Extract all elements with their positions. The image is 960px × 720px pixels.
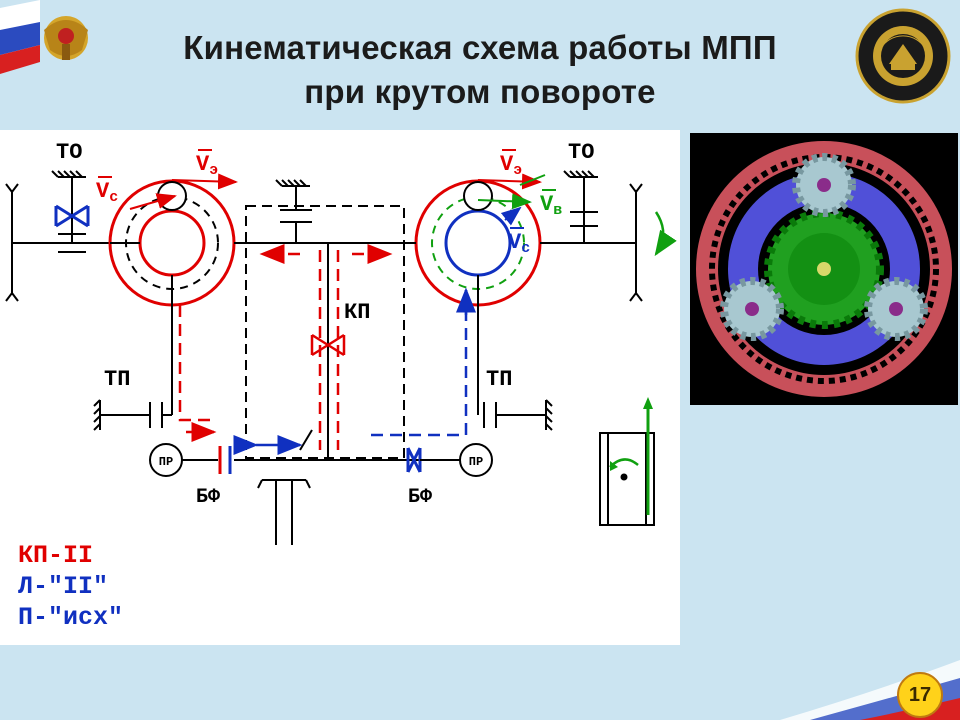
right-tp-brake xyxy=(483,399,553,431)
to-left-label: ТО xyxy=(56,140,82,165)
gearbox-frame xyxy=(245,205,405,459)
title-line-2: при крутом повороте xyxy=(304,73,656,110)
legend-kp: КП-II xyxy=(18,541,94,570)
right-ve-label: Vэ xyxy=(500,152,522,179)
left-tp-brake xyxy=(93,399,172,431)
right-vv-arrow xyxy=(477,193,532,210)
legend-left: Л-"II" xyxy=(18,572,109,601)
right-rotation-arrow xyxy=(654,211,677,257)
left-to-brake xyxy=(51,170,86,253)
left-vc-arrow xyxy=(129,193,177,210)
right-planetary-set xyxy=(414,179,636,415)
blue-flow xyxy=(370,290,468,437)
left-ve-arrow xyxy=(171,173,238,190)
right-to-brake xyxy=(563,170,643,302)
right-vv-label: Vв xyxy=(540,192,562,219)
planet-gear-top xyxy=(792,153,856,217)
vehicle-turn-icon xyxy=(599,397,655,526)
left-output-shaft xyxy=(5,183,110,302)
planetary-gear-panel xyxy=(690,133,958,405)
planet-gear-left xyxy=(720,277,784,341)
bf-left-label: БФ xyxy=(196,486,220,509)
to-right-label: ТО xyxy=(568,140,594,165)
kinematic-diagram: Vэ Vс Vэ Vв Vс xyxy=(0,130,680,645)
kp-marker xyxy=(310,333,346,357)
emblem-icon xyxy=(0,0,88,74)
red-flow xyxy=(178,250,340,450)
planet-gear-right xyxy=(864,277,928,341)
title-line-1: Кинематическая схема работы МПП xyxy=(183,29,777,66)
legend-right: П-"исх" xyxy=(18,603,124,632)
kp-label: КП xyxy=(344,300,370,325)
pr-right-label: ПР xyxy=(469,455,483,469)
page-number-badge: 17 xyxy=(897,672,943,718)
kinematic-diagram-svg: Vэ Vс Vэ Vв Vс xyxy=(5,140,677,545)
page-title: Кинематическая схема работы МПП при крут… xyxy=(120,26,840,114)
left-vc-label: Vс xyxy=(96,179,118,206)
training-center-logo-icon xyxy=(855,8,951,104)
pr-left-label: ПР xyxy=(159,455,173,469)
right-vc-label: Vс xyxy=(508,230,530,257)
bf-right-label: БФ xyxy=(408,486,432,509)
planetary-gear-svg xyxy=(696,141,952,397)
right-pr: ПР xyxy=(459,443,493,477)
left-bf-clutch xyxy=(182,446,232,474)
gear-legend: КП-II Л-"II" П-"исх" xyxy=(18,540,123,633)
left-ve-label: Vэ xyxy=(196,152,218,179)
tp-left-label: ТП xyxy=(104,367,130,392)
left-pr: ПР xyxy=(149,443,183,477)
tp-right-label: ТП xyxy=(486,367,512,392)
right-bf-clutch xyxy=(406,447,460,473)
right-vc-arrow xyxy=(500,206,522,226)
left-to-blue-marker xyxy=(54,204,90,228)
